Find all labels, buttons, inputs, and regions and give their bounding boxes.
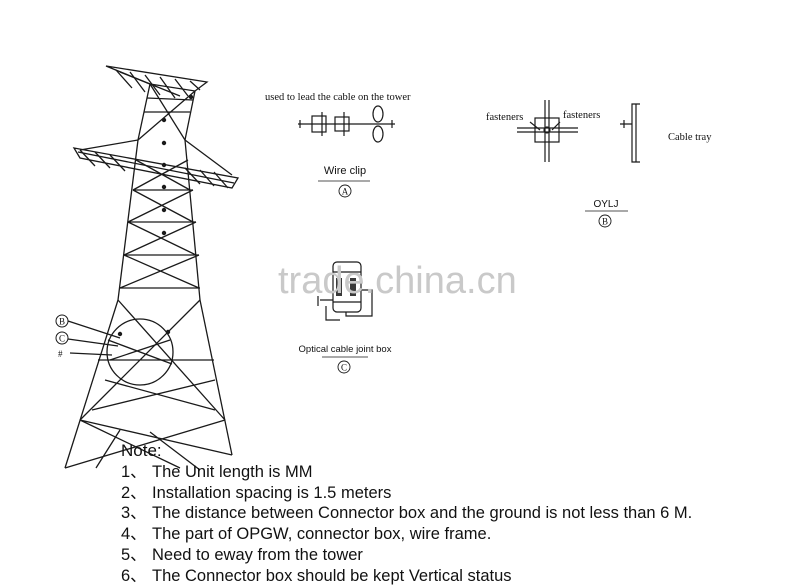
note-text: The part of OPGW, connector box, wire fr…	[152, 525, 492, 544]
notes-title: Note:	[121, 441, 162, 460]
marker-c: C	[337, 360, 351, 374]
note-item: 2、 Installation spacing is 1.5 meters	[121, 483, 692, 504]
note-item: 3、 The distance between Connector box and…	[121, 503, 692, 524]
watermark: trade.china.cn	[278, 260, 517, 302]
note-number: 5、	[121, 545, 147, 564]
wire-clip-caption: used to lead the cable on the tower	[265, 92, 411, 103]
note-item: 5、 Need to eway from the tower	[121, 545, 692, 566]
fastener-left-label: fasteners	[486, 112, 523, 123]
note-text: Need to eway from the tower	[152, 545, 363, 564]
note-number: 1、	[121, 462, 147, 481]
tower-marker-hatch: #	[58, 349, 63, 359]
note-text: The Connector box should be kept Vertica…	[152, 566, 512, 585]
joint-box-label: Optical cable joint box	[299, 344, 392, 355]
note-number: 6、	[121, 566, 147, 585]
svg-text:B: B	[59, 317, 65, 327]
notes-section: Note: 1、 The Unit length is MM 2、 Installa…	[121, 441, 692, 587]
svg-text:B: B	[602, 217, 608, 227]
cable-tray-label: Cable tray	[668, 132, 712, 143]
svg-text:C: C	[59, 334, 65, 344]
svg-text:C: C	[341, 363, 347, 373]
note-number: 2、	[121, 483, 147, 502]
note-text: The distance between Connector box and t…	[152, 504, 693, 523]
note-item: 4、 The part of OPGW, connector box, wire …	[121, 524, 692, 545]
fastener-drawing	[517, 100, 578, 162]
fastener-right-label: fasteners	[563, 110, 600, 121]
tower-marker-b: B	[55, 314, 69, 328]
transmission-tower	[64, 65, 240, 471]
tower-marker-c: C	[55, 331, 69, 345]
note-item: 1、 The Unit length is MM	[121, 462, 692, 483]
marker-a: A	[338, 184, 352, 198]
note-text: Installation spacing is 1.5 meters	[152, 483, 392, 502]
joint-box-shading	[336, 278, 356, 296]
oylj-label: OYLJ	[593, 199, 618, 210]
tower-joint-dots	[117, 94, 194, 337]
note-number: 3、	[121, 504, 147, 523]
note-text: The Unit length is MM	[152, 462, 313, 481]
wire-clip-label: Wire clip	[324, 165, 366, 177]
wire-clip-drawing	[298, 105, 395, 143]
cable-tray-drawing	[620, 103, 640, 163]
note-item: 6、 The Connector box should be kept Verti…	[121, 566, 692, 587]
joint-box-drawing	[317, 261, 373, 321]
note-number: 4、	[121, 525, 147, 544]
svg-text:A: A	[342, 187, 349, 197]
marker-b: B	[598, 214, 612, 228]
